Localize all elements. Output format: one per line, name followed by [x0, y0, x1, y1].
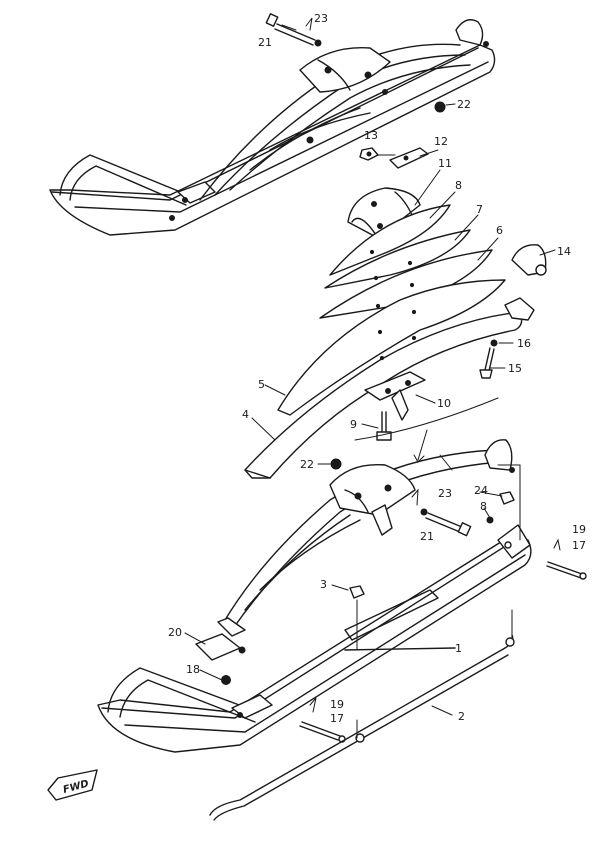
nut-22-upper: [434, 101, 446, 113]
label-4: 4: [242, 408, 249, 421]
upper-ski-assembly: [49, 19, 496, 236]
label-21-lower: 21: [420, 530, 434, 543]
nut-3: [349, 585, 365, 599]
label-23-upper: 23: [314, 12, 328, 25]
label-21-upper: 21: [258, 36, 272, 49]
spring-hole-dots: [369, 249, 417, 361]
label-14: 14: [557, 245, 571, 258]
clip-19-front: [309, 697, 317, 713]
label-15: 15: [508, 362, 522, 375]
clip-19-rear: [553, 538, 561, 551]
label-22-upper: 22: [457, 98, 471, 111]
saddle-11: [347, 187, 421, 239]
leaf-spring-7: [324, 229, 471, 289]
nut-22-lower: [330, 458, 342, 470]
label-17-front: 17: [330, 712, 344, 725]
nut-18: [221, 675, 231, 685]
bracket-10: [364, 371, 426, 421]
label-19-rear: 19: [572, 523, 586, 536]
pin-17-rear: [546, 561, 587, 580]
label-22-lower: 22: [300, 458, 314, 471]
washer-16: [490, 339, 498, 347]
label-9: 9: [350, 418, 357, 431]
label-24: 24: [474, 484, 488, 497]
leader-lines: [184, 24, 556, 681]
bolt-15: [479, 347, 495, 379]
label-6: 6: [496, 224, 503, 237]
label-20: 20: [168, 626, 182, 639]
lower-ski-assembly: [97, 439, 532, 753]
bolt-21-lower: [420, 508, 472, 537]
label-23-lower: 23: [438, 487, 452, 500]
rear-cap-14: [511, 244, 547, 276]
label-12: 12: [434, 135, 448, 148]
label-11: 11: [438, 157, 452, 170]
label-3: 3: [320, 578, 327, 591]
label-19-front: 19: [330, 698, 344, 711]
sleeve-16: [504, 297, 535, 321]
bracket-20: [195, 633, 241, 661]
label-8: 8: [455, 179, 462, 192]
assembly-bracket-line: [354, 397, 499, 441]
label-1: 1: [455, 642, 462, 655]
label-18: 18: [186, 663, 200, 676]
label-5: 5: [258, 378, 265, 391]
wear-bar-1-leader: [344, 647, 456, 651]
label-2: 2: [458, 710, 465, 723]
runner-2: [209, 634, 515, 821]
label-10: 10: [437, 397, 451, 410]
leaf-spring-8: [329, 204, 451, 276]
label-17-rear: 17: [572, 539, 586, 552]
rear-guide-line: [497, 464, 521, 541]
label-8-washer: 8: [480, 500, 487, 513]
bolt-21-upper: [265, 13, 322, 47]
label-7: 7: [476, 203, 483, 216]
pin-17-front: [299, 721, 346, 743]
forward-direction-badge: FWD: [47, 769, 98, 801]
nut-24: [499, 491, 515, 505]
leaf-spring-main-4: [244, 311, 523, 479]
leaf-spring-5: [277, 279, 506, 416]
plate-12: [389, 147, 429, 169]
label-13: 13: [364, 129, 378, 142]
label-16: 16: [517, 337, 531, 350]
part-number-labels: 23 21 22 13 12 11 8 7 6 14 16 15 5 10 4 …: [168, 12, 586, 725]
